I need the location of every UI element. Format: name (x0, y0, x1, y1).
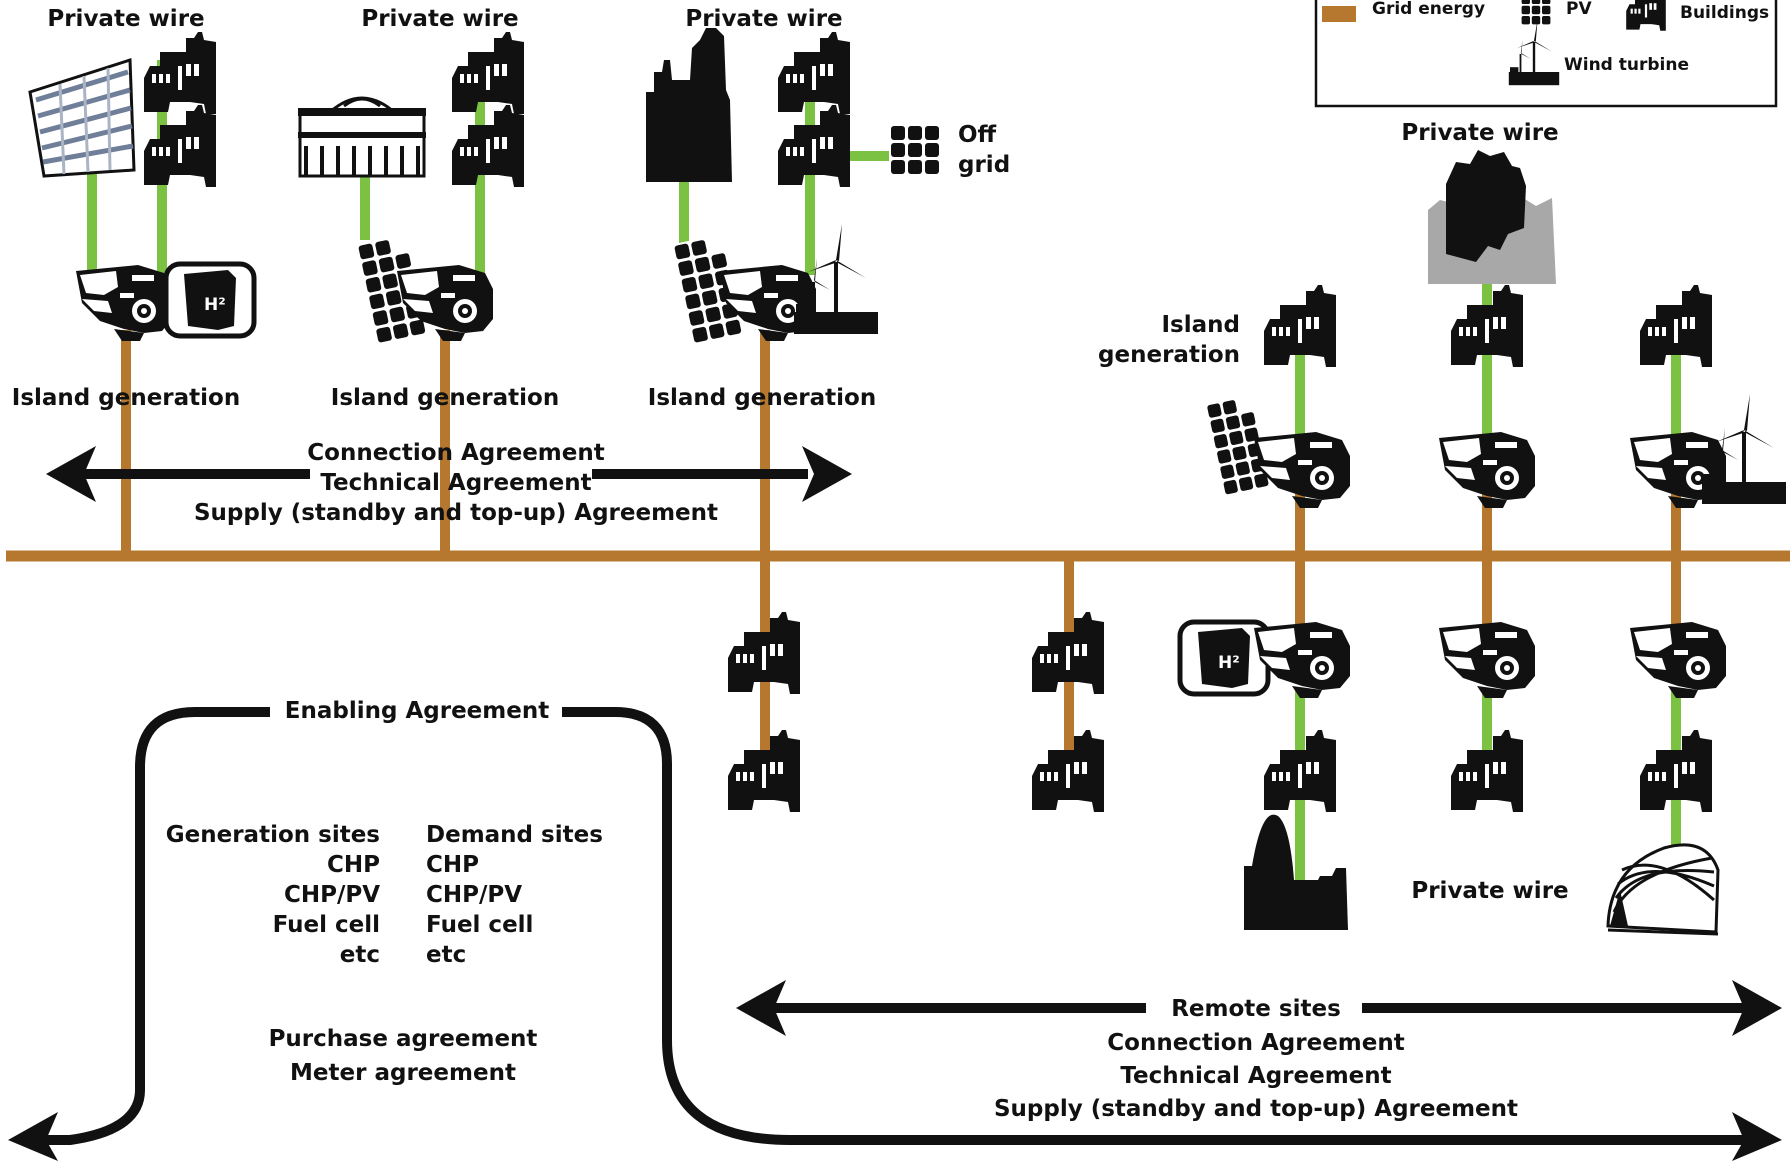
off-grid-solar-panel-icon (889, 124, 941, 176)
demand-site-item: CHP (426, 852, 479, 878)
building-icon (778, 32, 850, 114)
private-wire-label: Private wire (685, 6, 842, 32)
generation-sites-header: Generation sites (166, 822, 380, 848)
technical-agreement: Technical Agreement (1120, 1063, 1391, 1089)
demand-site-item: Fuel cell (426, 912, 533, 938)
site-right-c (1606, 285, 1786, 936)
supply-agreement: Supply (standby and top-up) Agreement (994, 1096, 1518, 1122)
site-right-b: Private wire Private wire (1401, 120, 1568, 904)
upper-agreements: Connection Agreement Technical Agreement… (46, 440, 852, 526)
island-label-2: generation (1098, 342, 1240, 368)
private-wire-label: Private wire (1411, 878, 1568, 904)
site-top-2: Private wire Island generation (298, 6, 559, 411)
legend-grid-energy: Grid energy (1372, 0, 1485, 19)
silhouette-building-icon (1446, 150, 1526, 262)
technical-agreement: Technical Agreement (320, 470, 591, 496)
demand-site-item: etc (426, 942, 466, 968)
chp-unit-icon (1439, 622, 1535, 698)
island-generation-label: Island generation (331, 385, 559, 411)
generation-site-item: Fuel cell (273, 912, 380, 938)
legend-pv: PV (1566, 0, 1592, 19)
off-grid-label-2: grid (958, 152, 1010, 178)
building-icon (144, 105, 216, 187)
connection-agreement: Connection Agreement (307, 440, 604, 466)
grid-energy-swatch (1322, 6, 1356, 22)
city-hall-icon (1606, 843, 1720, 936)
arrow-head-right (1732, 980, 1782, 1036)
gherkin-tower-icon (1244, 814, 1348, 930)
site-top-1: Private wire Island generation (12, 6, 254, 411)
island-generation-label: Island generation (648, 385, 876, 411)
demand-site-item: CHP/PV (426, 882, 522, 908)
civic-building-icon (298, 96, 426, 178)
remote-sites-title: Remote sites (1171, 996, 1341, 1022)
connection-agreement: Connection Agreement (1107, 1030, 1404, 1056)
arrow-head-right (802, 446, 852, 502)
remote-sites-agreements: Remote sites Connection Agreement Techni… (736, 980, 1782, 1122)
fuel-cell-icon (1180, 622, 1268, 694)
building-icon (1264, 285, 1336, 367)
building-icon (452, 105, 524, 187)
arrow-head-left (736, 980, 786, 1036)
legend-buildings: Buildings (1680, 3, 1769, 23)
fuel-cell-icon (166, 264, 254, 336)
chp-unit-icon (76, 265, 172, 341)
chp-unit-icon (1630, 622, 1726, 698)
legend-wind-turbine: Wind turbine (1564, 55, 1689, 75)
demand-sites-header: Demand sites (426, 822, 603, 848)
site-right-a: Island generation (1098, 285, 1350, 930)
office-tower-icon (28, 57, 136, 178)
enabling-agreement: Enabling Agreement Generation sites CHP … (8, 698, 1782, 1161)
private-wire-label: Private wire (47, 6, 204, 32)
off-grid-label-1: Off (958, 122, 997, 148)
private-wire-label: Private wire (361, 6, 518, 32)
legend-pv-icon (1520, 0, 1552, 26)
purchase-agreement: Purchase agreement (269, 1026, 538, 1052)
island-generation-label: Island generation (12, 385, 240, 411)
island-label-1: Island (1162, 312, 1241, 338)
building-icon (452, 32, 524, 114)
supply-agreement: Supply (standby and top-up) Agreement (194, 500, 718, 526)
enabling-bracket (40, 707, 270, 1145)
legend: Grid energy PV Buildings Wind turbine (1314, 0, 1778, 108)
enabling-agreement-title: Enabling Agreement (285, 698, 549, 724)
building-icon (144, 32, 216, 114)
site-top-3: Off grid Private wire Island generation (646, 6, 1010, 411)
enabling-bracket (562, 707, 1745, 1145)
generation-site-item: CHP (327, 852, 380, 878)
arrow-head-left (46, 446, 96, 502)
skyscraper-icon (646, 28, 732, 182)
private-wire-label: Private wire (1401, 120, 1558, 146)
generation-site-item: etc (340, 942, 380, 968)
arrow-head-right (1732, 1112, 1782, 1161)
meter-agreement: Meter agreement (290, 1060, 516, 1086)
generation-site-item: CHP/PV (284, 882, 380, 908)
arrow-head-left (8, 1112, 58, 1161)
building-icon (1640, 285, 1712, 367)
